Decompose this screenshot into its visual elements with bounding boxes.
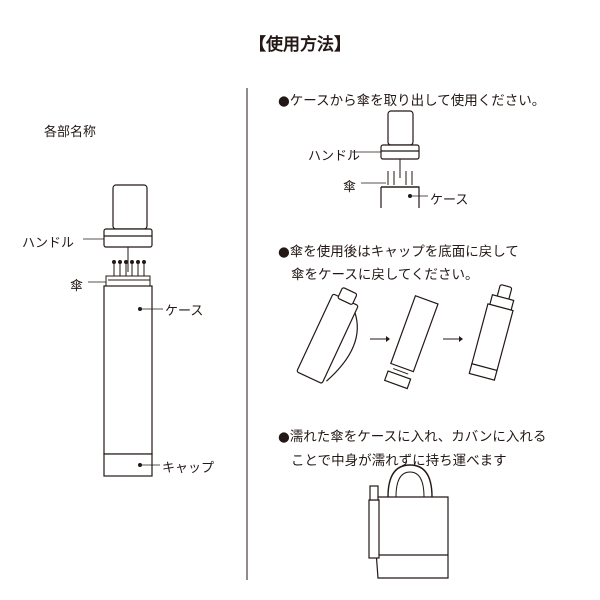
step3-line1: ●濡れた傘をケースに入れ、カバンに入れる — [278, 429, 547, 445]
handle-top — [112, 184, 148, 230]
page-title: 【使用方法】 — [249, 35, 351, 55]
parts-heading: 各部名称 — [44, 125, 97, 140]
handle-collar — [103, 228, 153, 248]
label-handle: ハンドル — [22, 236, 75, 251]
step1-text: ●ケースから傘を取り出して使用ください。 — [278, 93, 546, 109]
label-umbrella: 傘 — [70, 279, 84, 294]
step1-label-handle: ハンドル — [308, 149, 361, 164]
umbrella-parts-illustration — [83, 184, 163, 477]
step3-tote-bag-illustration — [368, 464, 449, 579]
step1-label-case: ケース — [430, 193, 469, 208]
step1-label-umbrella: 傘 — [343, 180, 357, 195]
step2-line2: 傘をケースに戻してください。 — [291, 267, 479, 283]
case-body — [103, 285, 153, 455]
label-cap: キャップ — [162, 461, 215, 476]
step2-line1: ●傘を使用後はキャップを底面に戻して — [278, 244, 519, 260]
step2-illustration — [296, 284, 515, 390]
step1-illustration — [352, 110, 428, 208]
step3-line2: ことで中身が濡れずに持ち運べます — [291, 453, 507, 469]
umbrella-ribs — [105, 247, 151, 287]
label-case: ケース — [165, 304, 204, 319]
